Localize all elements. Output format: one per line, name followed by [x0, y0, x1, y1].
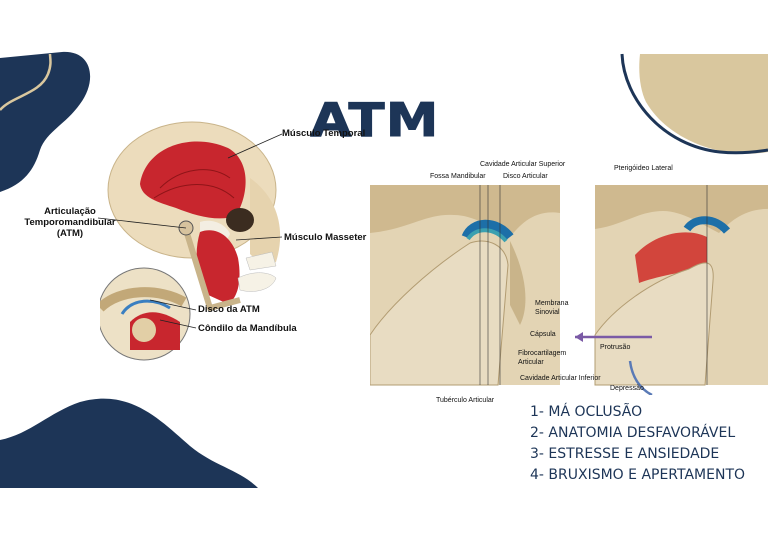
label-atm-1: Articulação	[44, 206, 96, 217]
label-fibrocartilage-1: Fibrocartilagem	[518, 350, 567, 357]
label-synovial-membrane-2: Sinovial	[535, 309, 560, 316]
joint-panel-open	[594, 185, 768, 386]
label-atm-2: Temporomandibular	[24, 217, 116, 228]
top-left-navy-blob	[0, 51, 91, 192]
label-atm-3: (ATM)	[56, 228, 84, 239]
label-synovial-membrane-1: Membrana	[535, 300, 569, 307]
top-right-gold-blob	[639, 54, 768, 154]
label-masseter-muscle: Músculo Masseter	[284, 232, 367, 243]
cause-item: 1- MÁ OCLUSÃO	[530, 404, 643, 420]
label-atm-disc: Disco da ATM	[198, 304, 260, 315]
label-articular-disc: Disco Articular	[503, 173, 548, 180]
label-capsule: Cápsula	[530, 331, 556, 338]
label-mandibular-fossa: Fossa Mandibular	[430, 173, 486, 180]
bottom-left-navy-blob	[0, 398, 258, 488]
temporal-muscle	[140, 141, 246, 219]
causes-list: 1- MÁ OCLUSÃO 2- ANATOMIA DESFAVORÁVEL 3…	[530, 402, 745, 486]
masseter-muscle	[196, 230, 240, 304]
cause-item: 3- ESTRESSE E ANSIEDADE	[530, 446, 720, 462]
skull-illustration	[100, 121, 281, 361]
label-depression: Depressão	[610, 385, 644, 392]
label-articular-tubercle: Tubérculo Articular	[436, 397, 495, 404]
page-title: ATM	[310, 92, 440, 147]
label-mandible-condyle: Côndilo da Mandíbula	[198, 323, 297, 334]
label-superior-cavity: Cavidade Articular Superior	[480, 161, 566, 168]
top-right-navy-arc	[620, 53, 768, 155]
top-left-gold-curve	[0, 53, 52, 111]
label-protrusion: Protrusão	[600, 344, 631, 351]
joint-section-illustration	[370, 185, 768, 395]
joint-panel-closed	[370, 185, 560, 386]
label-lateral-pterygoid: Pterigóideo Lateral	[614, 165, 673, 172]
label-temporal-muscle: Músculo Temporal	[282, 128, 366, 139]
label-fibrocartilage-2: Articular	[518, 359, 544, 366]
label-inferior-cavity: Cavidade Articular Inferior	[520, 375, 601, 382]
cause-item: 4- BRUXISMO E APERTAMENTO	[530, 467, 746, 483]
cause-item: 2- ANATOMIA DESFAVORÁVEL	[530, 425, 736, 441]
